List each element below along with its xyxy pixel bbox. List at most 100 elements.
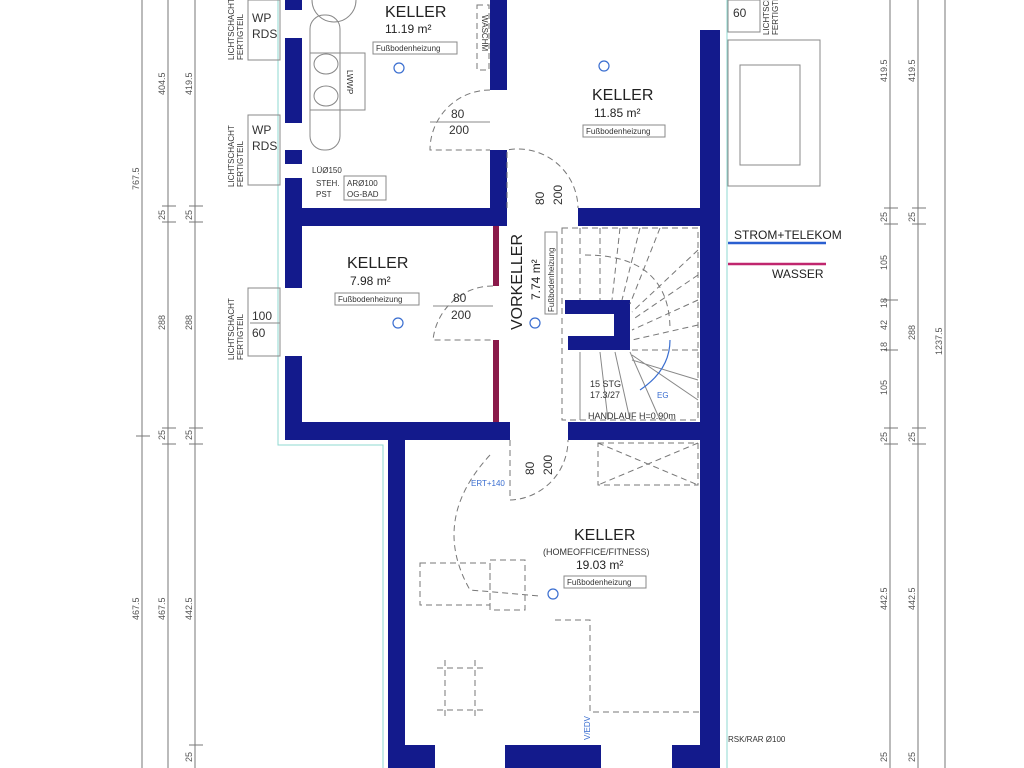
lichtschacht-label: LICHTSCHACHT [227, 125, 236, 187]
dim-label: 25 [879, 752, 889, 762]
lue-label: LÜØ150 [312, 166, 342, 175]
room-vorkeller: VORKELLER 7.74 m² Fußbodenheizung [509, 231, 558, 330]
window-labels: 100 60 60 [250, 6, 747, 340]
steps-size: 17.3/27 [590, 390, 620, 400]
steps-count: 15 STG [590, 379, 621, 389]
ceiling-light-icon [598, 60, 610, 72]
lichtschacht-label: LICHTSCHACHT [227, 0, 236, 60]
ceiling-light-icon [392, 317, 404, 329]
door-height: 200 [551, 185, 565, 205]
dim-label: 467.5 [157, 597, 167, 620]
handrail-label: HANDLAUF H=0.90m [588, 411, 676, 421]
dim-label: 442.5 [879, 587, 889, 610]
door-4[interactable]: 80 200 [453, 439, 569, 597]
room-area: 19.03 m² [576, 558, 623, 572]
window-height: 60 [252, 326, 266, 340]
room-heating: Fußbodenheizung [376, 44, 441, 53]
dim-label: 25 [184, 210, 194, 220]
dim-label: 42 [879, 320, 889, 330]
dim-label: 1237.5 [934, 327, 944, 355]
dimension-labels-right: 419.5 25 105 18 42 18 105 25 442.5 25 41… [879, 59, 944, 762]
dim-label: 18 [879, 342, 889, 352]
room-name: KELLER [574, 527, 635, 544]
room-name: KELLER [385, 4, 446, 21]
fertigteil-label: FERTIGTEIL [771, 0, 780, 35]
dim-label: 25 [879, 212, 889, 222]
door-height: 200 [541, 455, 555, 475]
wp-label: WP [252, 123, 271, 137]
room-heating: Fußbodenheizung [338, 295, 403, 304]
dim-label: 25 [184, 752, 194, 762]
room-heating: Fußbodenheizung [547, 248, 556, 313]
room-heating: Fußbodenheizung [586, 127, 651, 136]
rsk-label: RSK/RAR Ø100 [728, 735, 786, 744]
eg-label: EG [657, 391, 669, 400]
dim-label: 25 [184, 430, 194, 440]
dim-label: 288 [157, 315, 167, 330]
wp-label: WP [252, 11, 271, 25]
door-3[interactable]: 80 200 [432, 285, 494, 341]
room-area: 11.19 m² [385, 22, 431, 36]
dim-label: 467.5 [131, 597, 141, 620]
room-name: VORKELLER [509, 234, 526, 330]
door-height: 200 [451, 308, 471, 322]
outline-line [277, 0, 384, 768]
dimension-lines-left [136, 0, 203, 768]
lichtschacht-label: LICHTSCHACHT [762, 0, 771, 35]
dim-label: 419.5 [879, 59, 889, 82]
ceiling-light-icon [529, 317, 541, 329]
lwwp-label: LWWP [345, 70, 354, 94]
rds-label: RDS [252, 139, 277, 153]
dim-label: 105 [879, 380, 889, 395]
door-1[interactable]: 80 200 [429, 89, 491, 151]
fertigteil-label: FERTIGTEIL [236, 140, 245, 187]
ogbad-label: OG-BAD [347, 190, 379, 199]
dim-label: 25 [879, 432, 889, 442]
ar-label: ARØ100 [347, 179, 378, 188]
fertigteil-label: FERTIGTEIL [236, 13, 245, 60]
ceiling-light-icon [547, 588, 559, 600]
dim-label: 419.5 [184, 72, 194, 95]
fertigteil-label: FERTIGTEIL [236, 313, 245, 360]
door-height: 200 [449, 123, 469, 137]
ceiling-light-icon [393, 62, 405, 74]
light-shafts [247, 0, 821, 357]
door-width: 80 [523, 461, 537, 475]
dim-label: 767.5 [131, 167, 141, 190]
dim-label: 25 [157, 430, 167, 440]
dim-label: 105 [879, 255, 889, 270]
door-width: 80 [453, 291, 467, 305]
light-shaft-labels: LICHTSCHACHT FERTIGTEIL LICHTSCHACHT FER… [227, 0, 780, 360]
room-area: 7.74 m² [529, 259, 543, 300]
room-area: 11.85 m² [594, 106, 640, 120]
door-2[interactable]: 80 200 [506, 148, 579, 209]
walls [285, 0, 720, 768]
dimension-lines-right [884, 0, 946, 768]
wasser-label: WASSER [772, 267, 824, 281]
steh-label: STEH. [316, 179, 340, 188]
room-name: KELLER [347, 255, 408, 272]
furniture [419, 442, 700, 720]
dim-label: 442.5 [184, 597, 194, 620]
staircase [561, 227, 699, 421]
door-width: 80 [451, 107, 465, 121]
room-keller-3: KELLER 7.98 m² Fußbodenheizung [334, 255, 420, 329]
dim-label: 419.5 [907, 59, 917, 82]
room-heating: Fußbodenheizung [567, 578, 632, 587]
pst-label: PST [316, 190, 332, 199]
dim-label: 25 [907, 432, 917, 442]
dim-label: 288 [184, 315, 194, 330]
washing-machine-label: WASCHM [480, 15, 489, 51]
dim-label: 25 [157, 210, 167, 220]
ert-label: ERT+140 [471, 479, 505, 488]
room-area: 7.98 m² [350, 274, 391, 288]
room-subtitle: (HOMEOFFICE/FITNESS) [543, 547, 650, 557]
vedv-label: V/EDV [583, 715, 592, 740]
room-keller-homeoffice: KELLER (HOMEOFFICE/FITNESS) 19.03 m² Fuß… [543, 527, 650, 600]
wp-labels: WP RDS WP RDS [252, 11, 277, 153]
rds-label: RDS [252, 27, 277, 41]
lichtschacht-label: LICHTSCHACHT [227, 298, 236, 360]
strom-label: STROM+TELEKOM [734, 228, 842, 242]
service-labels: LÜØ150 STEH. PST ARØ100 OG-BAD [312, 166, 387, 201]
